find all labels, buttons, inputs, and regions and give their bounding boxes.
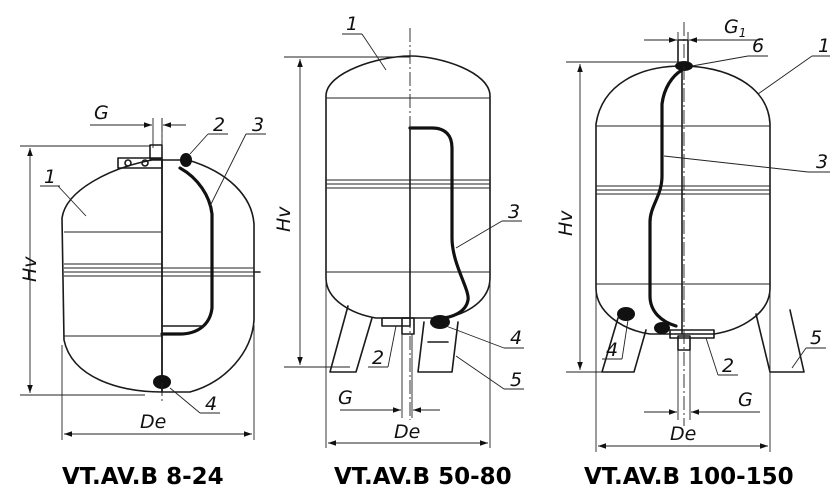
membrane [648, 68, 684, 328]
callout-3: 3 [252, 114, 264, 136]
model-title: VT.AV.B 100-150 [584, 464, 794, 490]
g-label: G [738, 389, 753, 411]
tank-leg-right [417, 321, 459, 373]
callout-3: 3 [816, 151, 828, 173]
membrane [408, 126, 470, 320]
callout-6: 6 [752, 35, 764, 57]
callout-2: 2 [722, 355, 734, 377]
callout-1: 1 [346, 13, 358, 35]
tank-leg-left [601, 317, 647, 373]
membrane [160, 166, 214, 336]
tank-50-80: Hv G De 1 3 [273, 13, 524, 490]
tank-8-24: Hv G De 1 [19, 102, 266, 490]
tank-100-150: Hv G1 G [555, 16, 830, 490]
callout-2: 2 [213, 114, 225, 136]
hv-label: Hv [273, 206, 295, 232]
air-valve [180, 153, 192, 167]
callout-3: 3 [508, 201, 520, 223]
model-title: VT.AV.B 8-24 [62, 464, 224, 490]
top-connection-pipe [677, 39, 689, 65]
de-label: De [140, 411, 166, 433]
g-label: G [338, 387, 353, 409]
hv-label: Hv [555, 210, 577, 236]
water-connection [381, 317, 411, 327]
tank-body [325, 55, 491, 319]
hv-label: Hv [19, 256, 41, 282]
water-connection [669, 329, 715, 339]
tank-leg-right [755, 309, 805, 373]
tank-leg-left [329, 305, 373, 373]
g1-label: G1 [724, 16, 746, 40]
callout-1: 1 [44, 166, 56, 188]
g-label: G [94, 102, 109, 124]
de-label: De [394, 421, 420, 443]
callout-5: 5 [510, 369, 522, 391]
callout-2: 2 [372, 347, 384, 369]
callout-1: 1 [818, 35, 830, 57]
bottom-valve [617, 307, 635, 321]
callout-4: 4 [205, 393, 217, 415]
de-label: De [670, 423, 696, 445]
bottom-valve [430, 315, 450, 329]
top-connection-pipe [149, 144, 163, 160]
callout-4: 4 [510, 327, 522, 349]
callout-4: 4 [606, 339, 618, 361]
tank-body [595, 65, 771, 335]
callout-5: 5 [810, 327, 822, 349]
model-title: VT.AV.B 50-80 [334, 464, 512, 490]
